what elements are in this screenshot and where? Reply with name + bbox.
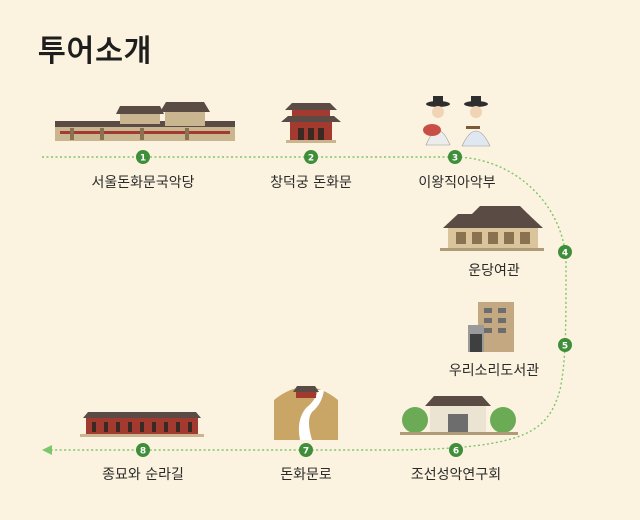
svg-text:2: 2: [308, 154, 314, 164]
stop-badge-5: 5: [558, 338, 572, 352]
stop-badge-1: 1: [136, 150, 150, 164]
svg-text:6: 6: [453, 447, 459, 457]
stop-badge-4: 4: [558, 245, 572, 259]
stop-label-3: 이왕직아악부: [418, 175, 496, 191]
building-illustration-1: [55, 102, 235, 141]
svg-text:1: 1: [140, 154, 146, 164]
building-illustration-6: [400, 396, 518, 435]
building-illustration-4: [440, 206, 544, 251]
road-illustration-7: [274, 386, 338, 440]
stop-badge-7: 7: [299, 443, 313, 457]
stop-label-8: 종묘와 순라길: [102, 467, 184, 483]
svg-text:3: 3: [452, 154, 458, 164]
building-illustration-2: [281, 103, 341, 143]
svg-text:8: 8: [140, 447, 146, 457]
stop-badge-8: 8: [136, 443, 150, 457]
svg-text:4: 4: [562, 249, 568, 259]
stop-label-5: 우리소리도서관: [448, 363, 540, 379]
route-arrow-icon: [42, 445, 52, 455]
stop-label-6: 조선성악연구회: [410, 467, 502, 483]
stop-label-2: 창덕궁 돈화문: [270, 175, 352, 191]
svg-text:7: 7: [303, 447, 309, 457]
route-line: [42, 156, 567, 451]
page-title: 투어소개: [38, 34, 153, 69]
musicians-illustration-3: [423, 96, 491, 147]
stop-badge-2: 2: [304, 150, 318, 164]
building-illustration-8: [80, 412, 204, 437]
stop-label-4: 운당여관: [468, 263, 520, 279]
building-illustration-5: [468, 302, 514, 352]
svg-text:5: 5: [562, 342, 568, 352]
stop-badge-3: 3: [448, 150, 462, 164]
stop-label-1: 서울돈화문국악당: [91, 175, 195, 191]
stop-badge-6: 6: [449, 443, 463, 457]
stop-label-7: 돈화문로: [280, 467, 332, 483]
